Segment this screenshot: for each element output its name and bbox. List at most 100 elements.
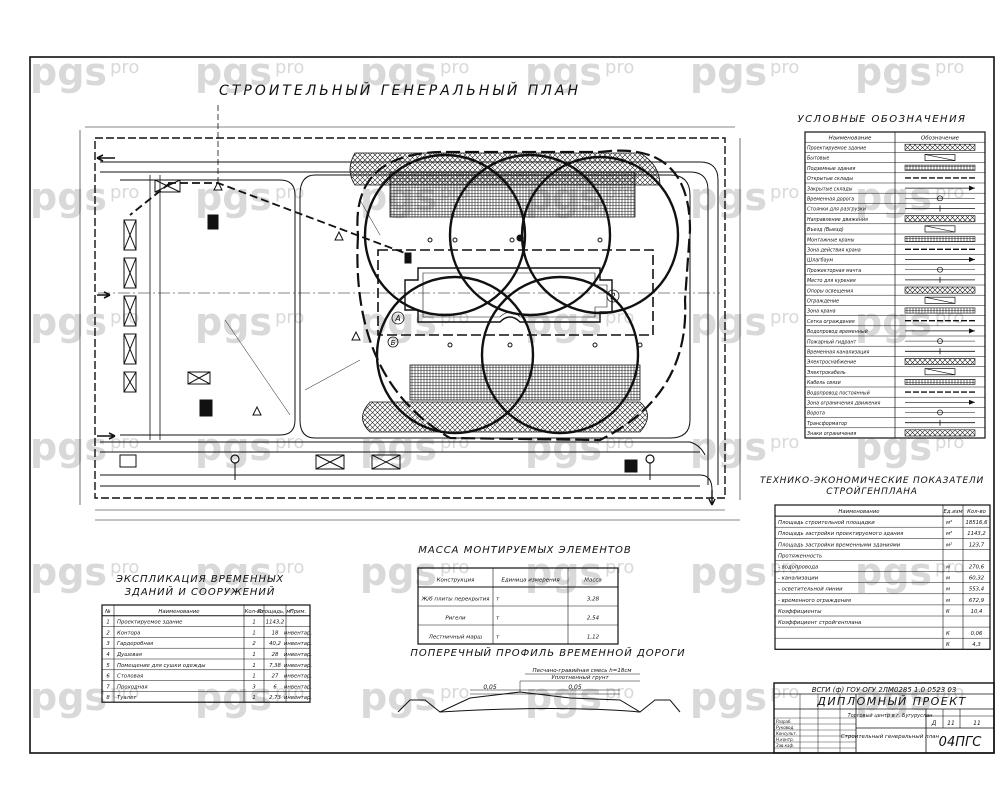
table-cell: инвентар. [284, 652, 312, 658]
table-header-cell: Конструкция [437, 578, 475, 584]
legend-symbol [969, 328, 975, 334]
temporary-buildings [119, 179, 401, 470]
crane-zone-circle [480, 275, 640, 435]
legend-item-label: Прожекторная мачта [807, 268, 861, 274]
legend-item-label: Въезд (Выезд) [807, 227, 844, 233]
watermark-brand: pgs [690, 675, 767, 719]
profile-note-gravel: Песчано-гравийная смесь h=18см [532, 668, 631, 674]
legend-symbol [924, 225, 956, 233]
legend-symbol [904, 164, 976, 171]
table-cell: 1 [252, 695, 255, 701]
watermark-sub: pro [770, 682, 799, 703]
table-cell: Проходная [117, 684, 148, 690]
watermark-sub: pro [770, 557, 799, 578]
legend-symbol [924, 368, 956, 376]
table-cell: м [946, 564, 950, 570]
title-block [773, 682, 995, 754]
watermark-sub: pro [935, 432, 964, 453]
table-cell: м [946, 587, 950, 593]
stamp-role: Руковод. [776, 725, 794, 730]
axis-label-a: А [394, 314, 400, 323]
explication-title-line1: ЭКСПЛИКАЦИЯ ВРЕМЕННЫХ [115, 574, 284, 585]
table-cell: 6 [106, 674, 110, 680]
table-header-cell: № [104, 609, 111, 615]
legend-item-label: Монтажные краны [807, 237, 855, 243]
table-cell: Помещение для сушки одежды [117, 663, 206, 669]
legend-item-label: Подземные здания [807, 166, 855, 172]
table-cell: - осветительной линии [778, 587, 843, 593]
table-cell: 10,4 [971, 609, 983, 615]
stamp-roles: Разраб.Руковод.Консульт.Н.контр.Зав.каф. [776, 719, 797, 748]
table-cell: 40,2 [269, 641, 281, 647]
table-cell: м [946, 576, 950, 582]
table-cell: 1,12 [587, 635, 600, 641]
watermark-sub: pro [110, 557, 139, 578]
site-plan-title: СТРОИТЕЛЬНЫЙ ГЕНЕРАЛЬНЫЙ ПЛАН [219, 81, 581, 99]
watermark-sub: pro [275, 182, 304, 203]
legend-symbol [904, 358, 976, 365]
table-header-cell: Наименование [838, 509, 880, 515]
table-cell: Протяженность [778, 553, 822, 559]
legend-item-label: Знаки ограничения [807, 431, 856, 437]
stamp-role: Н.контр. [776, 737, 794, 742]
crane-zone-circle [375, 275, 535, 435]
table-cell: 6 [273, 684, 277, 690]
table-cell: инвентар. [284, 630, 312, 636]
legend-symbol [969, 257, 975, 262]
table-cell: К [946, 631, 950, 637]
profile-note-soil: Уплотненный грунт [551, 675, 609, 681]
legend-symbol [904, 143, 976, 151]
legend-item-label: Сетка ограждения [807, 319, 855, 325]
watermark-sub: pro [605, 682, 634, 703]
table-cell: Проектируемое здание [117, 620, 183, 626]
stamp-sheet: 11 [947, 720, 955, 727]
legend-item-label: Зона действия крана [807, 248, 861, 254]
legend-item-label: Стоянки для разгрузки [807, 207, 866, 213]
storage-area-south [362, 401, 648, 433]
watermark-brand: pgs [855, 300, 932, 344]
table-cell: 123,7 [969, 542, 985, 548]
watermark-brand: pgs [195, 675, 272, 719]
table-cell: Ригели [445, 616, 466, 622]
site-fence [94, 137, 726, 499]
watermark-sub: pro [605, 557, 634, 578]
table-cell: - канализации [778, 576, 819, 582]
legend-symbol [924, 154, 956, 161]
watermark-brand: pgs [30, 300, 107, 344]
stamp-project: ДИПЛОМНЫЙ ПРОЕКТ [816, 695, 967, 708]
stamp-role: Консульт. [776, 731, 797, 736]
table-cell: 3,28 [587, 597, 600, 603]
table-cell: 2,54 [587, 616, 600, 622]
legend-item-label: Пожарный гидрант [807, 339, 856, 345]
table-cell: 18516,6 [966, 520, 989, 526]
legend-item-label: Ворота [807, 411, 825, 417]
table-cell: 4 [106, 652, 109, 658]
table-cell: - водопровода [778, 564, 818, 570]
legend-item-label: Электроснабжение [806, 360, 856, 366]
table-cell: 18 [272, 630, 279, 636]
watermark-sub: pro [935, 682, 964, 703]
watermark-brand: pgs [195, 425, 272, 469]
legend-item-label: Открытые склады [807, 176, 853, 182]
watermark-sub: pro [275, 57, 304, 78]
table-header-cell: Единица измерения [501, 578, 560, 584]
table-cell: 1 [252, 630, 255, 636]
table-cell: 553,4 [969, 587, 984, 593]
legend-item-label: Временная канализация [807, 350, 869, 356]
watermark-brand: pgs [855, 175, 932, 219]
axis-label-2: 2 [610, 292, 615, 301]
table-cell: м² [946, 519, 953, 526]
legend-item-label: Направление движения [807, 217, 868, 223]
watermark-sub: pro [110, 182, 139, 203]
stamp-role: Разраб. [776, 719, 792, 724]
table-cell: 5 [106, 663, 110, 669]
table-cell: инвентар. [284, 663, 312, 669]
table-cell: 2 [106, 630, 110, 636]
table-header-cell: Кол-во [967, 509, 986, 515]
axis-label-b: Б [391, 339, 396, 347]
table-cell: 1 [252, 663, 255, 669]
open-storage-south [409, 364, 641, 401]
